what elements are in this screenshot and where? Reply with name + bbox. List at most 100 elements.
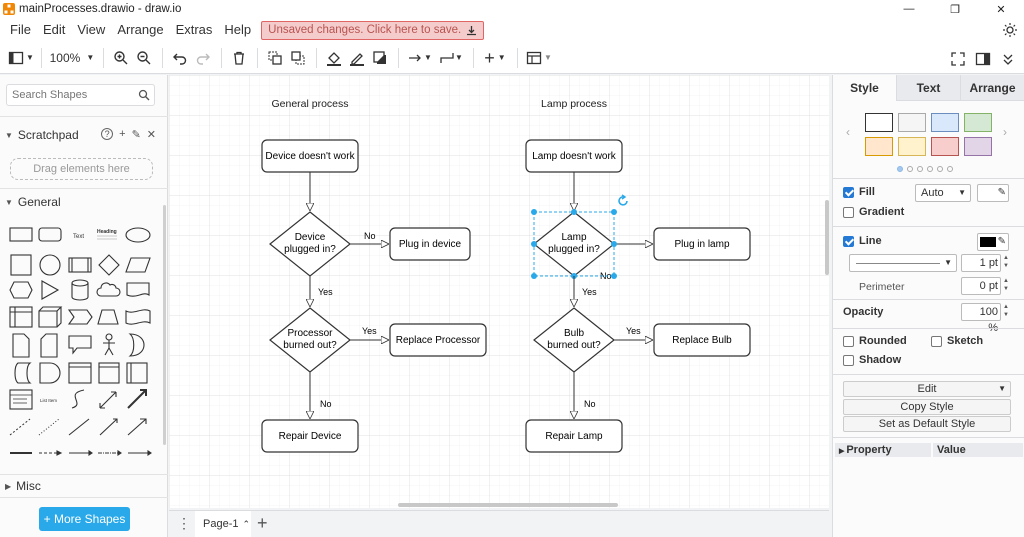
- edit-pencil-icon[interactable]: ✎: [131, 129, 141, 141]
- opacity-input[interactable]: 100 %: [961, 303, 1001, 334]
- insert-plus-icon[interactable]: +▼: [484, 47, 506, 68]
- style-swatch-6[interactable]: [898, 137, 926, 156]
- style-swatch-5[interactable]: [865, 137, 893, 156]
- minimize-icon[interactable]: —: [903, 3, 915, 15]
- shape-rounded-rectangle[interactable]: [38, 227, 62, 242]
- shape-cube[interactable]: [38, 306, 63, 328]
- sketch-row[interactable]: Sketch: [931, 335, 983, 347]
- shape-text[interactable]: Text: [73, 234, 84, 240]
- lamp-action-2[interactable]: Replace Bulb: [653, 323, 751, 357]
- scratchpad-dropzone[interactable]: Drag elements here: [10, 158, 153, 180]
- sketch-checkbox[interactable]: [931, 335, 942, 347]
- shape-data-storage[interactable]: [14, 362, 32, 384]
- gradient-row[interactable]: Gradient: [843, 206, 904, 218]
- shape-document[interactable]: [126, 282, 150, 297]
- line-checkbox[interactable]: [843, 235, 854, 247]
- style-swatch-1[interactable]: [865, 113, 893, 132]
- shape-diamond[interactable]: [98, 254, 120, 276]
- menu-extras[interactable]: Extras: [175, 22, 213, 37]
- shape-trapezoid[interactable]: [97, 309, 119, 325]
- style-swatch-4[interactable]: [964, 113, 992, 132]
- collapse-chevron-icon[interactable]: [997, 47, 1019, 71]
- rotate-handle-icon[interactable]: [618, 194, 628, 206]
- tab-arrange[interactable]: Arrange: [960, 75, 1024, 101]
- theme-sun-icon[interactable]: [1002, 22, 1018, 38]
- shape-ellipse[interactable]: [125, 227, 151, 243]
- shape-swimlane[interactable]: [126, 362, 148, 384]
- add-page-icon[interactable]: +: [257, 513, 268, 533]
- tab-style[interactable]: Style: [833, 75, 896, 101]
- shape-hexagon[interactable]: [9, 281, 33, 299]
- shape-step[interactable]: [67, 309, 93, 325]
- zoom-out-icon[interactable]: [133, 46, 155, 70]
- shape-dashed-arrow[interactable]: [39, 450, 63, 456]
- search-icon[interactable]: [138, 89, 150, 101]
- fill-checkbox[interactable]: [843, 186, 854, 198]
- canvas-vertical-scrollbar[interactable]: [825, 200, 829, 275]
- misc-header[interactable]: ▶ Misc: [0, 475, 168, 497]
- table-icon[interactable]: ▼: [524, 46, 554, 70]
- help-icon[interactable]: ?: [101, 128, 114, 140]
- shape-rectangle[interactable]: [9, 227, 33, 242]
- lamp-start-node[interactable]: Lamp doesn't work: [525, 139, 623, 173]
- shape-link-arrow[interactable]: [128, 449, 152, 457]
- shadow-checkbox[interactable]: [843, 354, 854, 366]
- style-swatch-3[interactable]: [931, 113, 959, 132]
- shape-connector-arrow[interactable]: [69, 449, 93, 457]
- diagram-canvas[interactable]: General process Device doesn't work Devi…: [169, 75, 829, 508]
- shadow-icon[interactable]: [369, 46, 391, 70]
- perimeter-stepper[interactable]: ▲▼: [1003, 278, 1009, 292]
- general-action-1[interactable]: Plug in device: [389, 227, 471, 261]
- line-color-picker[interactable]: ✎: [977, 233, 1009, 251]
- swatch-next-icon[interactable]: ›: [1003, 125, 1007, 139]
- general-header[interactable]: ▼ General: [0, 191, 168, 213]
- shape-actor[interactable]: [103, 333, 115, 356]
- fill-color-icon[interactable]: [323, 46, 345, 70]
- general-decision-1[interactable]: Device plugged in?: [269, 211, 351, 277]
- shape-dash-dot-arrow[interactable]: [98, 449, 122, 457]
- swatch-prev-icon[interactable]: ‹: [846, 125, 850, 139]
- shape-directional-connector[interactable]: [99, 418, 118, 436]
- menu-help[interactable]: Help: [224, 22, 252, 37]
- shape-square[interactable]: [10, 254, 32, 276]
- page-tab[interactable]: Page-1⌃: [195, 511, 251, 537]
- shape-heading[interactable]: Heading: [97, 229, 117, 240]
- fullscreen-icon[interactable]: [947, 47, 969, 71]
- set-default-style-button[interactable]: Set as Default Style: [843, 416, 1011, 432]
- style-swatch-8[interactable]: [964, 137, 992, 156]
- shapes-scrollbar[interactable]: [163, 205, 166, 445]
- general-action-2[interactable]: Replace Processor: [389, 323, 487, 357]
- search-shapes-input[interactable]: [6, 84, 155, 106]
- undo-icon[interactable]: [169, 46, 191, 70]
- style-swatch-7[interactable]: [931, 137, 959, 156]
- zoom-select[interactable]: 100%▼: [49, 50, 95, 65]
- copy-style-button[interactable]: Copy Style: [843, 399, 1011, 415]
- menu-view[interactable]: View: [77, 22, 106, 37]
- shape-list[interactable]: [9, 389, 33, 410]
- line-width-stepper[interactable]: ▲▼: [1003, 255, 1009, 269]
- shape-cylinder[interactable]: [71, 279, 89, 301]
- general-start-node[interactable]: Device doesn't work: [261, 139, 359, 173]
- format-panel-toggle[interactable]: ▼: [8, 46, 34, 70]
- shape-frame[interactable]: [68, 362, 92, 384]
- lamp-action-1[interactable]: Plug in lamp: [653, 227, 751, 261]
- page-menu-icon[interactable]: ⋮: [177, 515, 191, 531]
- more-shapes-button[interactable]: + More Shapes: [39, 507, 130, 531]
- shape-tape[interactable]: [125, 309, 151, 325]
- tab-text[interactable]: Text: [896, 75, 960, 101]
- delete-icon[interactable]: [228, 46, 250, 70]
- menu-file[interactable]: File: [10, 22, 31, 37]
- property-column-header[interactable]: ▶ Property: [835, 443, 931, 457]
- shape-directional-edge[interactable]: [127, 418, 147, 436]
- shape-container[interactable]: [98, 362, 120, 384]
- shape-or[interactable]: [128, 333, 145, 357]
- shape-callout[interactable]: [68, 335, 92, 355]
- to-back-icon[interactable]: [287, 46, 309, 70]
- shape-arrow[interactable]: [127, 389, 147, 409]
- general-decision-2[interactable]: Processor burned out?: [269, 307, 351, 373]
- shape-list-item[interactable]: List Item: [40, 398, 57, 403]
- shape-dotted-line[interactable]: [38, 418, 60, 436]
- restore-icon[interactable]: ❐: [950, 3, 960, 16]
- shape-internal-storage[interactable]: [9, 306, 33, 328]
- line-width-input[interactable]: 1 pt: [961, 254, 1001, 272]
